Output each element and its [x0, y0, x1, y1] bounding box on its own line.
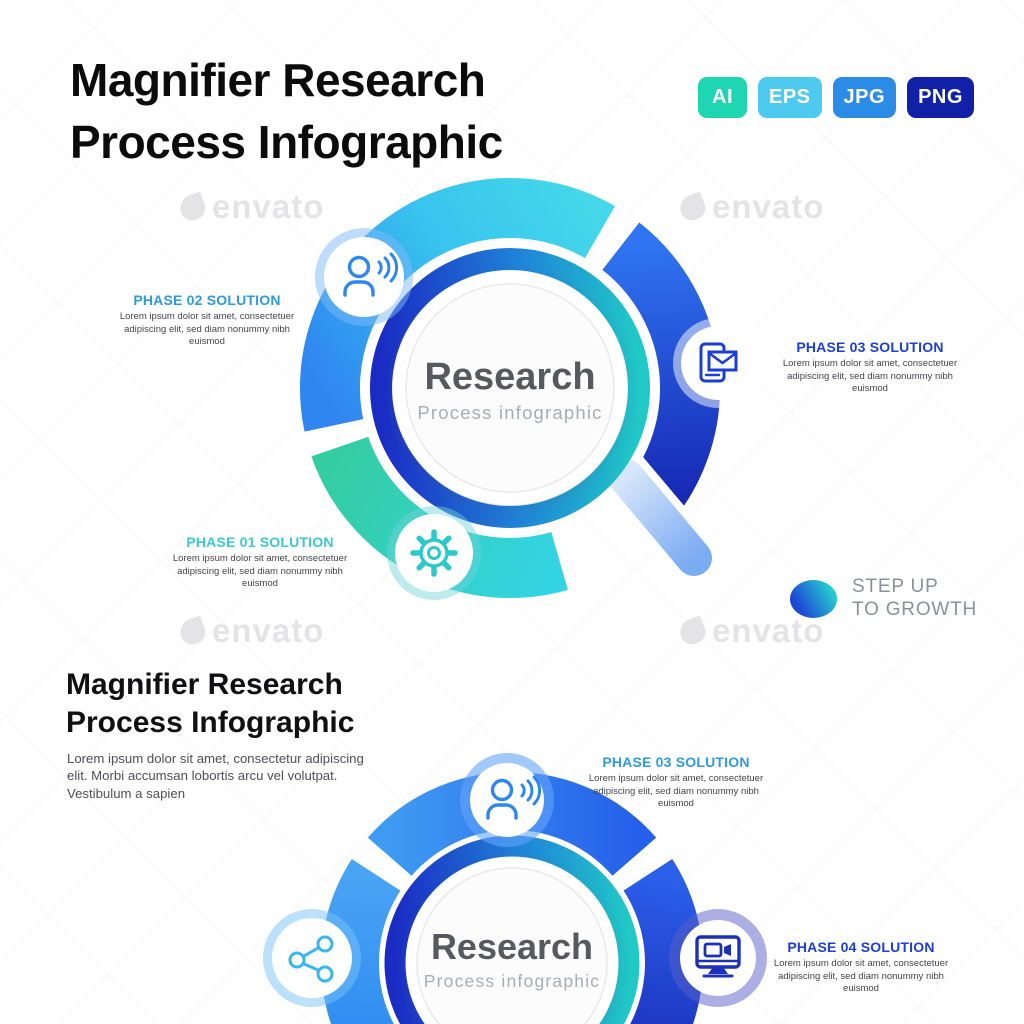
share-icon: [288, 935, 334, 983]
badge-jpg: JPG: [832, 77, 897, 118]
phase-03-body: Lorem ipsum dolor sit amet, consectetuer…: [782, 358, 958, 395]
mobile-email-icon: [699, 342, 738, 383]
phase-02-body: Lorem ipsum dolor sit amet, consectetuer…: [119, 311, 295, 348]
video-monitor-bubble: [669, 909, 767, 1007]
gear-bubble: [387, 506, 481, 600]
phase-01-block: PHASE 01 SOLUTION Lorem ipsum dolor sit …: [150, 534, 370, 591]
phase-03-label: PHASE 03 SOLUTION: [796, 339, 944, 355]
badge-eps: EPS: [758, 77, 822, 118]
phase-01-label: PHASE 01 SOLUTION: [186, 534, 334, 550]
circle-infographic: [263, 753, 767, 1024]
gear-icon: [410, 529, 458, 577]
step-up-to-growth: STEP UP TO GROWTH: [790, 576, 977, 622]
center-title: Research: [430, 926, 594, 967]
phase-04-label: PHASE 04 SOLUTION: [787, 939, 935, 955]
phase-03-bottom-body: Lorem ipsum dolor sit amet, consectetuer…: [588, 773, 764, 810]
format-badges: AI EPS JPG PNG: [698, 77, 974, 118]
section-description: Lorem ipsum dolor sit amet, consectetur …: [67, 751, 364, 801]
envato-watermark-text: envato: [712, 612, 825, 649]
page-title: Magnifier Research Process Infographic: [70, 54, 503, 168]
badge-ai: AI: [698, 77, 747, 118]
badge-png: PNG: [907, 77, 974, 118]
step-up-text: STEP UP TO GROWTH: [852, 576, 978, 620]
lens-center-circle: [405, 283, 615, 493]
envato-watermark-text: envato: [712, 188, 825, 225]
phase-04-block: PHASE 04 SOLUTION Lorem ipsum dolor sit …: [751, 939, 971, 996]
envato-watermark: envato: [176, 188, 325, 226]
magnifier-handle: [609, 460, 712, 576]
lens-color-ring: [370, 248, 650, 528]
phase-03-bottom-block: PHASE 03 SOLUTION Lorem ipsum dolor sit …: [566, 754, 786, 811]
video-monitor-icon: [695, 935, 741, 978]
phase-03-bottom-label: PHASE 03 SOLUTION: [602, 754, 750, 770]
center-label: Research Process infographic: [372, 926, 652, 992]
gradient-dot-icon: [790, 579, 837, 618]
phase-02-block: PHASE 02 SOLUTION Lorem ipsum dolor sit …: [97, 292, 317, 349]
envato-watermark: envato: [676, 188, 825, 226]
arc-phase-02: [300, 178, 615, 432]
center-circle: [416, 867, 608, 1024]
lens-title: Research: [424, 356, 596, 398]
phase-01-body: Lorem ipsum dolor sit amet, consectetuer…: [172, 553, 348, 590]
envato-watermark: envato: [676, 612, 825, 650]
announcer-bubble: [315, 228, 413, 326]
envato-watermark: envato: [176, 612, 325, 650]
share-bubble: [263, 909, 361, 1007]
phase-03-block: PHASE 03 SOLUTION Lorem ipsum dolor sit …: [760, 339, 980, 396]
center-subtitle: Process infographic: [423, 971, 601, 991]
phase-02-label: PHASE 02 SOLUTION: [133, 292, 281, 308]
envato-watermark-text: envato: [212, 612, 325, 649]
announcer-icon: [343, 252, 399, 297]
announcer-bubble: [460, 753, 554, 847]
section-title: Magnifier Research Process Infographic: [66, 668, 355, 740]
lens-label: Research Process infographic: [370, 356, 650, 424]
arc-right: [623, 859, 703, 1024]
mobile-email-bubble: [673, 318, 763, 408]
phase-04-body: Lorem ipsum dolor sit amet, consectetuer…: [773, 958, 949, 995]
lens-subtitle: Process infographic: [417, 402, 603, 423]
envato-watermark-text: envato: [212, 188, 325, 225]
